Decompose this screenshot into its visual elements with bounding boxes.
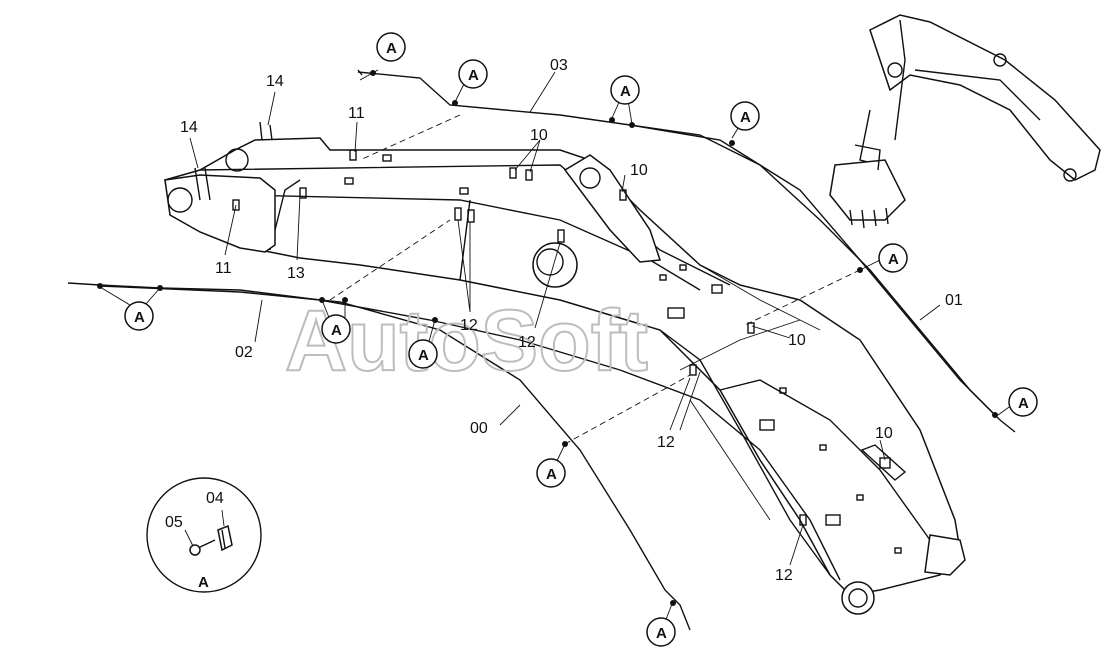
callout-12-left: 12 — [460, 317, 478, 334]
marker-a-9: A — [408, 339, 438, 369]
callout-02: 02 — [235, 344, 253, 361]
excavator-overview-sketch — [829, 14, 1101, 229]
svg-text:A: A — [740, 109, 751, 126]
svg-text:A: A — [620, 83, 631, 100]
callout-11-upper: 11 — [348, 105, 365, 122]
callout-00: 00 — [470, 420, 488, 437]
callout-01: 01 — [945, 292, 963, 309]
svg-text:A: A — [331, 322, 342, 339]
hose-00 — [99, 285, 691, 631]
callout-10-bracket: 10 — [630, 162, 648, 179]
marker-a-7: A — [124, 301, 154, 331]
hoses — [67, 69, 1016, 631]
marker-a-2: A — [458, 59, 488, 89]
callout-12-bottom: 12 — [775, 567, 793, 584]
svg-text:A: A — [134, 309, 145, 326]
marker-a-1: A — [376, 32, 406, 62]
callout-03: 03 — [550, 57, 568, 74]
callout-10-mid: 10 — [788, 332, 806, 349]
detail-a-inset: 04 05 A — [146, 477, 262, 593]
callout-05: 05 — [165, 514, 183, 531]
callout-14-lower: 14 — [180, 119, 198, 136]
marker-a-8: A — [321, 314, 351, 344]
callout-13: 13 — [287, 265, 305, 282]
svg-text:A: A — [418, 347, 429, 364]
svg-text:A: A — [546, 466, 557, 483]
callout-10-top: 10 — [530, 127, 548, 144]
callout-11-lower: 11 — [215, 260, 232, 277]
svg-text:A: A — [656, 625, 667, 642]
marker-a-5: A — [878, 243, 908, 273]
callout-labels: 14 14 11 11 13 03 10 10 10 10 12 12 12 1… — [180, 57, 963, 584]
callout-10-nose: 10 — [875, 425, 893, 442]
svg-text:A: A — [386, 40, 397, 57]
marker-a-3: A — [610, 75, 640, 105]
callout-12-mid: 12 — [657, 434, 675, 451]
marker-a-4: A — [730, 101, 760, 131]
marker-a-6: A — [1008, 387, 1038, 417]
marker-a-10: A — [536, 458, 566, 488]
leader-lines — [189, 71, 941, 566]
callout-12-boss: 12 — [518, 334, 536, 351]
svg-text:A: A — [468, 67, 479, 84]
svg-text:A: A — [888, 251, 899, 268]
detail-a-label: A — [198, 574, 209, 591]
marker-a-11: A — [646, 617, 676, 647]
callout-14-upper: 14 — [266, 73, 284, 90]
watermark: AutoSoft — [285, 293, 648, 389]
boom-body — [164, 121, 966, 615]
hose-01 — [629, 124, 996, 416]
detail-markers: A A A A A A A A A A A A — [124, 32, 1038, 647]
callout-04: 04 — [206, 490, 224, 507]
svg-text:A: A — [1018, 395, 1029, 412]
